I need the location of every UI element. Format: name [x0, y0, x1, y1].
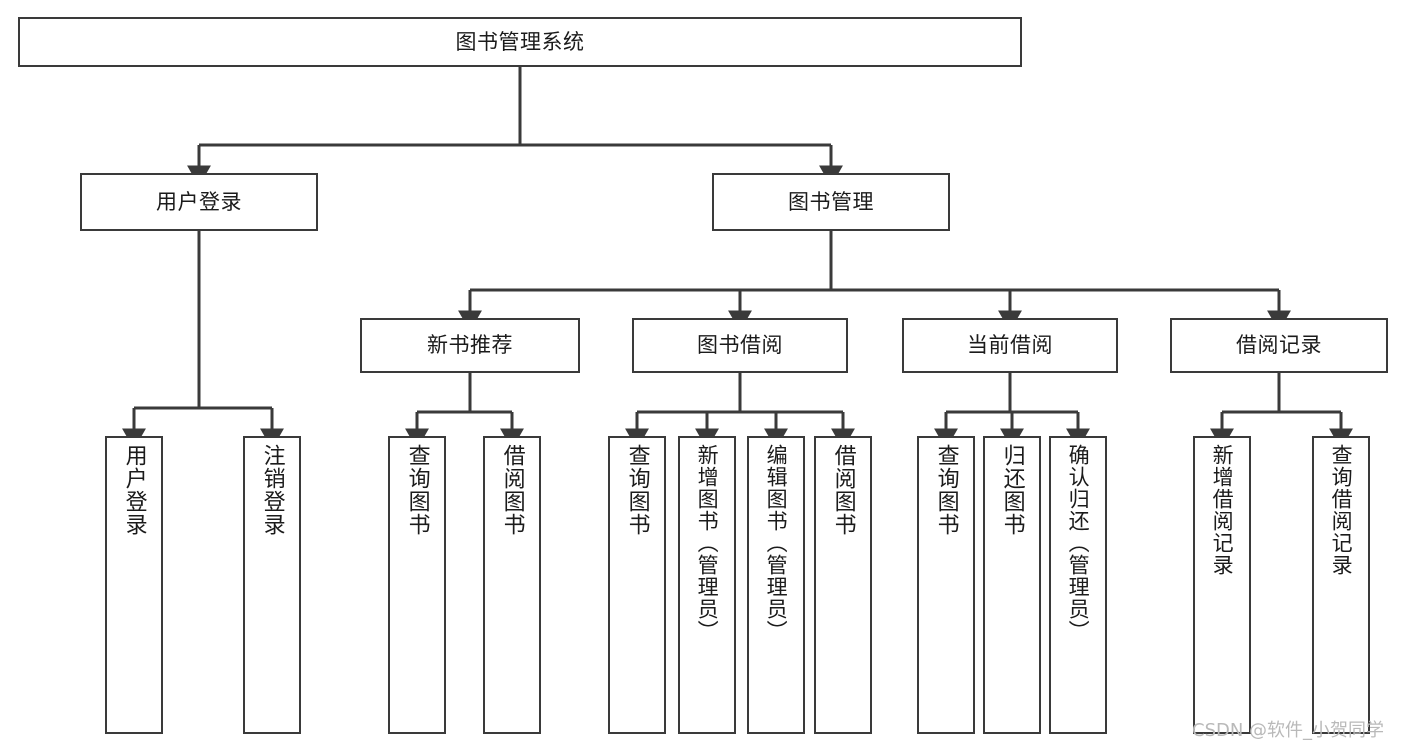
node-borrow-record[interactable]: 借阅记录 [1170, 318, 1388, 373]
node-label: 注销登录 [259, 444, 285, 536]
node-user-login[interactable]: 用户登录 [80, 173, 318, 231]
node-current-borrow[interactable]: 当前借阅 [902, 318, 1118, 373]
node-label: 用户登录 [156, 189, 242, 214]
node-leaf-rec-query[interactable]: 查询图书 [388, 436, 446, 734]
node-leaf-bb-query[interactable]: 查询图书 [608, 436, 666, 734]
node-leaf-user-logout[interactable]: 注销登录 [243, 436, 301, 734]
node-leaf-cb-query[interactable]: 查询图书 [917, 436, 975, 734]
node-label: 新增图书（管理员） [695, 444, 720, 642]
node-label: 借阅图书 [830, 444, 856, 536]
node-leaf-br-query[interactable]: 查询借阅记录 [1312, 436, 1370, 734]
node-label: 查询图书 [933, 444, 959, 536]
node-leaf-user-login[interactable]: 用户登录 [105, 436, 163, 734]
node-leaf-cb-confirm[interactable]: 确认归还（管理员） [1049, 436, 1107, 734]
node-label: 查询图书 [624, 444, 650, 536]
node-label: 归还图书 [999, 444, 1025, 536]
node-label: 借阅图书 [499, 444, 525, 536]
node-new-book-rec[interactable]: 新书推荐 [360, 318, 580, 373]
node-leaf-cb-return[interactable]: 归还图书 [983, 436, 1041, 734]
node-label: 图书借阅 [697, 333, 783, 358]
node-leaf-rec-borrow[interactable]: 借阅图书 [483, 436, 541, 734]
node-leaf-br-add[interactable]: 新增借阅记录 [1193, 436, 1251, 734]
node-label: 查询图书 [404, 444, 430, 536]
node-label: 确认归还（管理员） [1066, 444, 1091, 642]
node-label: 图书管理系统 [455, 29, 585, 54]
node-label: 借阅记录 [1236, 333, 1322, 358]
node-leaf-bb-add[interactable]: 新增图书（管理员） [678, 436, 736, 734]
node-root[interactable]: 图书管理系统 [18, 17, 1022, 67]
node-label: 编辑图书（管理员） [764, 444, 789, 642]
node-label: 查询借阅记录 [1329, 444, 1354, 576]
node-leaf-bb-borrow[interactable]: 借阅图书 [814, 436, 872, 734]
csdn-watermark: CSDN @软件_小贺同学 [1192, 720, 1385, 741]
node-book-manage[interactable]: 图书管理 [712, 173, 950, 231]
node-book-borrow[interactable]: 图书借阅 [632, 318, 848, 373]
node-label: 新书推荐 [427, 333, 513, 358]
node-label: 用户登录 [121, 444, 147, 536]
node-label: 新增借阅记录 [1210, 444, 1235, 576]
node-label: 当前借阅 [967, 333, 1053, 358]
node-leaf-bb-edit[interactable]: 编辑图书（管理员） [747, 436, 805, 734]
node-label: 图书管理 [788, 189, 874, 214]
